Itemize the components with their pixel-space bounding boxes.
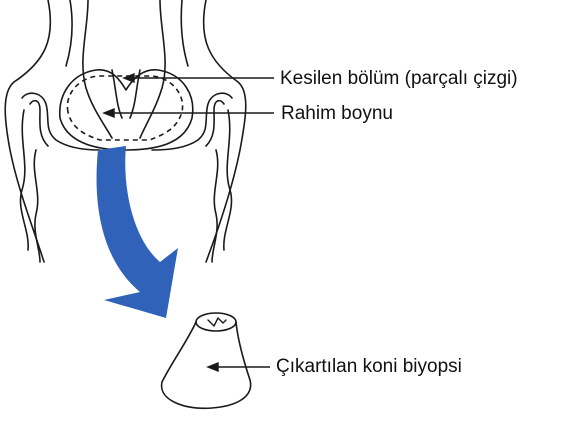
vagina-wall-left <box>20 110 28 250</box>
removal-arrow <box>97 146 178 318</box>
label-cervix: Rahim boynu <box>281 104 393 123</box>
label-removed-cone: Çıkartılan koni biyopsi <box>276 357 462 376</box>
label-cut-section: Kesilen bölüm (parçalı çizgi) <box>280 69 518 88</box>
leader-cervix-arrowhead <box>104 109 114 117</box>
vagina-wall-right <box>224 110 232 250</box>
cone-body <box>162 322 251 408</box>
cervix-outline <box>60 70 193 150</box>
fornix-right-inner <box>206 101 224 146</box>
uterus-inner-left <box>66 0 72 66</box>
cone-opening <box>208 318 226 326</box>
uterus-outer-right <box>204 0 246 262</box>
vessel-left <box>83 0 112 138</box>
uterus-outer-left <box>5 0 50 262</box>
vessel-right <box>140 0 165 138</box>
leader-cone-arrowhead <box>208 363 218 371</box>
fornix-left-inner <box>30 101 48 146</box>
uterus-inner-right <box>181 0 188 66</box>
